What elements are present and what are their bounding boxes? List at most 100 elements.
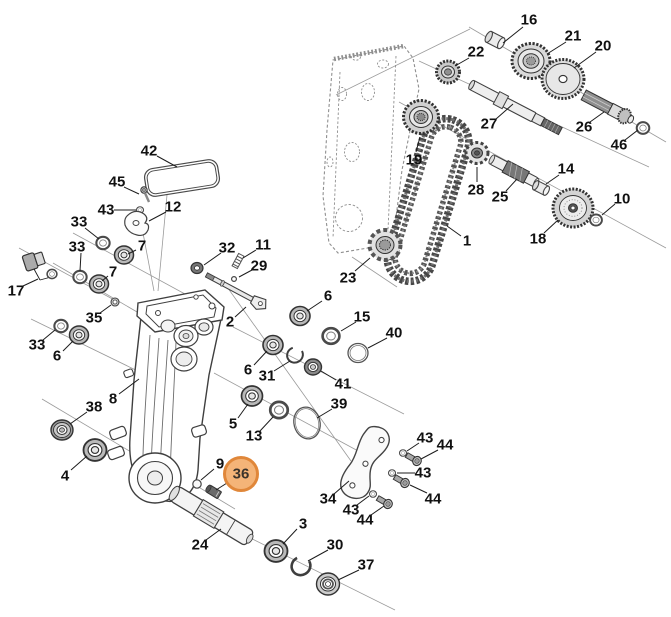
part-label-4: 4 [61,468,70,485]
leader-line-37 [337,569,360,581]
part-label-43: 43 [417,430,434,447]
leader-line-43 [406,442,420,452]
part-label-6: 6 [244,362,252,379]
part-label-11: 11 [255,237,271,254]
part-label-29: 29 [251,258,268,275]
washer-43-2 [387,469,397,477]
leader-line-1 [446,225,462,237]
axis-line [224,283,352,462]
leader-line-31 [273,360,291,372]
leader-line-2 [234,306,247,318]
part-label-36-highlighted[interactable]: 36 [233,466,250,483]
shim-40 [347,342,369,364]
part-label-45: 45 [109,174,126,191]
part-label-27: 27 [481,116,498,133]
part-label-30: 30 [327,537,344,554]
leader-line-18 [543,219,559,234]
bearing-41 [303,358,323,376]
spring-11 [231,252,245,270]
part-label-33: 33 [71,214,88,231]
part-label-19: 19 [406,152,423,169]
leader-line-44 [420,449,439,460]
shaft-26 [580,89,635,125]
leader-line-19 [415,136,421,153]
shaft-25 [488,154,540,188]
part-label-33: 33 [69,239,86,256]
gasket-42 [143,159,221,197]
part-label-20: 20 [595,38,612,55]
gear-19 [402,99,440,135]
part-label-15: 15 [354,309,371,326]
bearing-6-b [289,305,311,327]
part-label-17: 17 [8,283,25,300]
leader-line-29 [238,269,253,278]
part-label-32: 32 [219,240,236,257]
leader-line-12 [148,211,167,222]
ball-9 [192,479,202,489]
leader-line-5 [237,403,249,419]
bearing-7-a [113,245,135,265]
leader-line-20 [573,51,597,69]
leader-line-7 [127,249,137,255]
axis-line [157,194,168,292]
part-label-33: 33 [29,337,46,354]
ring-15 [321,326,341,346]
leader-line-14 [545,174,560,185]
leader-line-3 [282,528,298,545]
pin-29 [231,276,238,283]
part-label-26: 26 [576,119,593,136]
part-label-16: 16 [521,12,538,29]
selected-part-marker[interactable]: 36 [215,456,259,492]
leader-line-6 [62,340,74,352]
shaft-27 [468,79,563,136]
part-label-12: 12 [165,199,182,216]
part-label-2: 2 [226,314,234,331]
part-label-24: 24 [192,537,209,554]
nut-35 [110,297,120,307]
gear-18 [551,187,595,229]
leader-line-43 [356,495,370,506]
leader-line-8 [118,378,140,395]
ring-13 [268,400,290,420]
part-label-3: 3 [299,516,307,533]
leader-line-22 [454,57,470,67]
axis-line [30,318,149,377]
part-label-14: 14 [558,161,575,178]
part-label-21: 21 [565,28,582,45]
part-label-43: 43 [415,465,432,482]
highlight-circle[interactable] [223,456,259,492]
part-label-28: 28 [468,182,485,199]
washer-33-b [72,269,88,285]
leader-line-30 [307,549,329,562]
leader-line-39 [316,408,333,419]
gear-20 [540,58,586,100]
chain-1 [383,114,473,286]
part-label-39: 39 [331,396,348,413]
part-label-23: 23 [340,270,357,287]
leader-line-41 [320,370,337,381]
leader-line-36 [215,482,228,491]
leader-line-38 [69,411,88,425]
bushing-14 [531,180,551,196]
part-label-40: 40 [386,325,403,342]
leader-line-32 [203,252,222,266]
leader-line-45 [123,186,140,195]
part-label-25: 25 [492,189,509,206]
washer-10 [589,213,603,227]
ring-39 [293,406,321,440]
seal-37 [315,572,341,596]
leader-line-23 [354,257,371,272]
leader-line-4 [70,455,88,471]
washer-43-3 [368,490,378,498]
part-label-35: 35 [86,310,103,327]
part-label-42: 42 [141,143,158,160]
part-label-10: 10 [614,191,631,208]
part-label-6: 6 [324,288,332,305]
part-label-8: 8 [109,391,117,408]
leader-line-21 [546,41,567,55]
part-label-38: 38 [86,399,103,416]
sprocket-23 [367,228,403,262]
leader-line-15 [340,321,357,332]
